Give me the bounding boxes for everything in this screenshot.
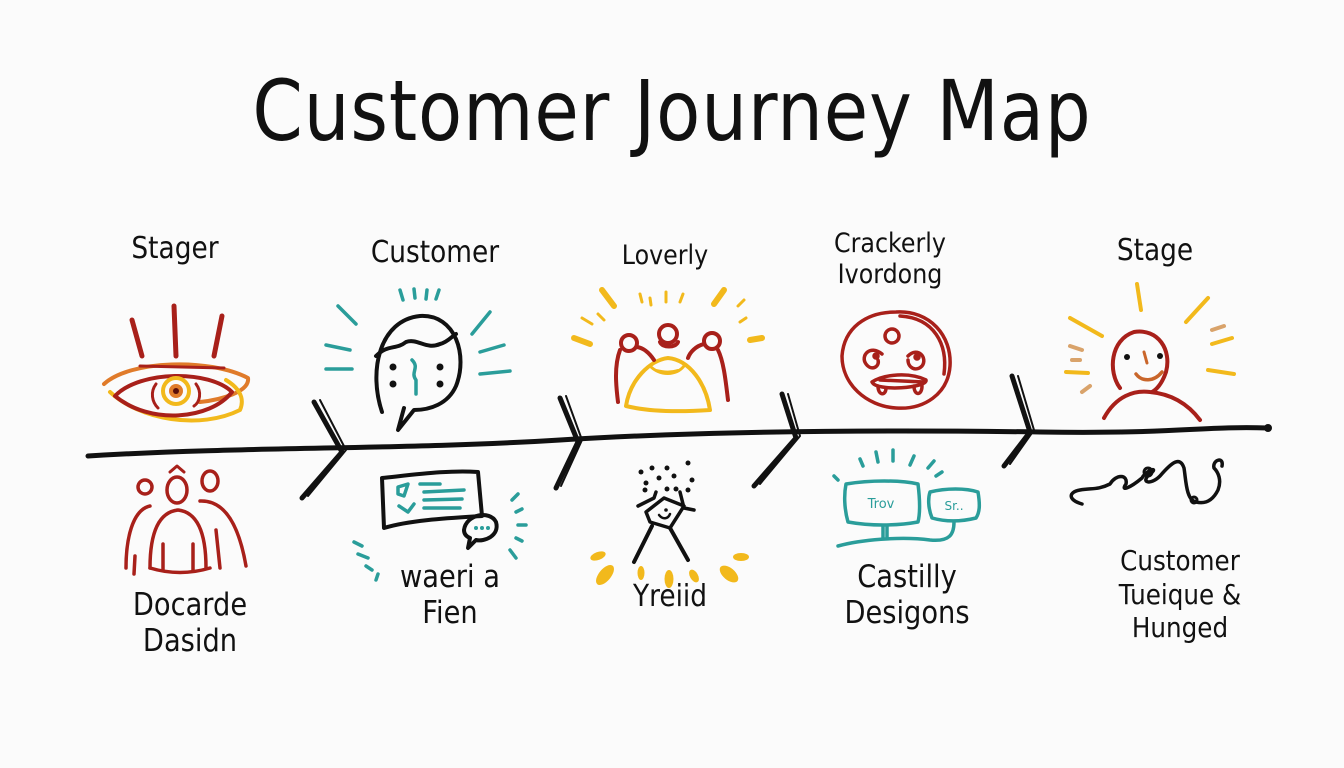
stage-chevron-2: [553, 395, 583, 491]
page-title: Customer Journey Map: [252, 62, 1092, 160]
stage-5-top-label: Stage: [1116, 233, 1194, 268]
stage-5-bottom-label: Customer Tueique & Hunged: [1118, 544, 1242, 645]
stage-chevron-1: [299, 399, 347, 501]
stage-3-top-label: Loverly: [621, 240, 709, 271]
screen-2-text: Sr..: [944, 499, 963, 513]
timeline-line: [85, 425, 1271, 459]
stage-1-bottom-label: Docarde Dasidn: [132, 587, 248, 659]
stage-chevron-3: [751, 391, 801, 489]
stage-3-bottom-label: Yreiid: [632, 579, 708, 614]
stage-4-top-label: Crackerly Ivordong: [834, 228, 946, 291]
stage-2-bottom-label: waeri a Fien: [399, 559, 500, 631]
stage-chevron-4: [1001, 373, 1035, 469]
stage-4-bottom-label: Castilly Desigons: [844, 559, 970, 631]
timeline-end-dot: [1264, 424, 1272, 432]
stage-2-top-label: Customer: [370, 235, 500, 270]
screen-1-text: Trov: [867, 497, 895, 512]
stage-1-top-label: Stager: [131, 231, 219, 266]
